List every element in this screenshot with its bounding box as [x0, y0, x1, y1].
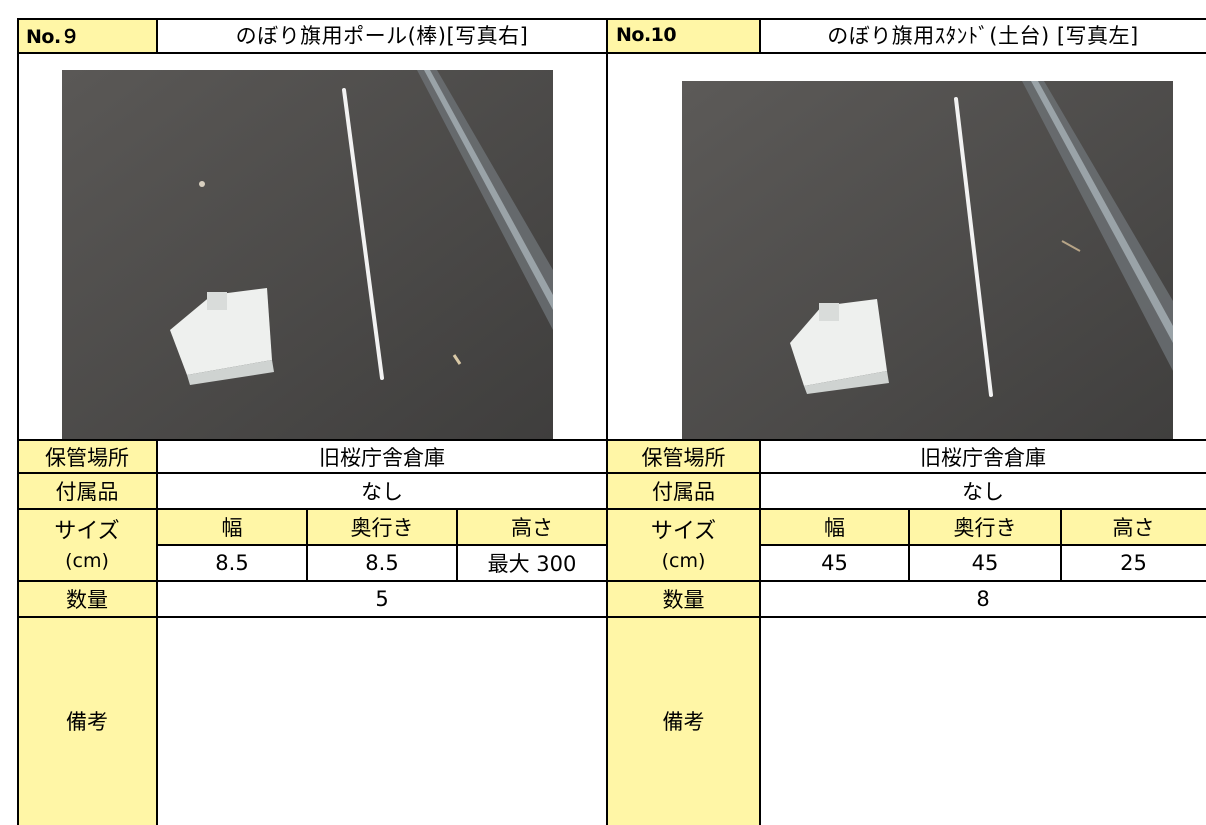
item-title: のぼり旗用ポール(棒)[写真右]	[235, 24, 529, 48]
grid-line	[156, 18, 158, 53]
depth-value: 45	[971, 551, 999, 575]
size-label: サイズ	[54, 519, 120, 544]
width-value: 8.5	[215, 551, 249, 575]
grid-line	[17, 508, 1206, 510]
quantity-label: 数量	[17, 581, 157, 617]
grid-line	[760, 544, 1206, 546]
storage-label: 保管場所	[607, 440, 760, 473]
grid-line	[908, 508, 910, 581]
grid-line	[17, 472, 1206, 474]
width-header: 幅	[157, 509, 307, 545]
size-label-block	[17, 509, 157, 581]
height-header: 高さ	[457, 509, 607, 545]
stand-base-shape	[790, 299, 889, 394]
height-value: 25	[1120, 551, 1147, 575]
photo-image	[682, 81, 1173, 439]
height-value: 最大 300	[487, 552, 577, 576]
storage-value: 旧桜庁舎倉庫	[319, 445, 445, 470]
grid-line	[17, 18, 19, 825]
width-header: 幅	[760, 509, 909, 545]
grid-line	[606, 18, 608, 825]
grid-line	[1060, 508, 1062, 581]
grid-line	[17, 616, 1206, 618]
accessories-value: なし	[962, 480, 1004, 504]
size-label: サイズ	[650, 519, 717, 544]
grid-line	[17, 439, 1206, 441]
remarks-label: 備考	[607, 617, 760, 825]
quantity-value: 5	[375, 587, 389, 611]
grid-line	[17, 580, 1206, 582]
grid-line	[759, 439, 761, 825]
item-photo	[62, 70, 553, 439]
height-header: 高さ	[1061, 509, 1206, 545]
item-photo	[682, 81, 1173, 439]
item-number: No.９	[17, 18, 157, 52]
storage-label: 保管場所	[17, 440, 157, 473]
size-unit-label: (cm)	[661, 550, 706, 572]
accessories-label: 付属品	[607, 473, 760, 509]
stand-base-shape	[170, 288, 274, 385]
grid-line	[17, 18, 1206, 20]
photo-image	[62, 70, 553, 439]
inventory-sheet: No.９ のぼり旗用ポール(棒)[写真右] 保管場所 旧桜庁舎倉庫 付属	[17, 18, 1206, 825]
grid-line	[156, 439, 158, 825]
width-value: 45	[821, 551, 848, 575]
item-title: のぼり旗用ｽﾀﾝﾄﾞ(土台) [写真左]	[827, 24, 1139, 48]
storage-value: 旧桜庁舎倉庫	[920, 445, 1046, 470]
grid-line	[157, 544, 607, 546]
size-unit-label: (cm)	[65, 550, 109, 572]
depth-value: 8.5	[365, 551, 399, 575]
size-label-block	[607, 509, 760, 581]
grid-line	[306, 508, 308, 581]
depth-header: 奥行き	[909, 509, 1061, 545]
grid-line	[17, 52, 1206, 54]
remarks-value	[157, 617, 607, 757]
accessories-label: 付属品	[17, 473, 157, 509]
remarks-value	[760, 617, 1206, 757]
grid-line	[456, 508, 458, 581]
grid-line	[759, 18, 761, 53]
item-number: No.10	[607, 18, 760, 52]
accessories-value: なし	[361, 480, 403, 504]
remarks-label: 備考	[17, 617, 157, 825]
quantity-label: 数量	[607, 581, 760, 617]
depth-header: 奥行き	[307, 509, 457, 545]
quantity-value: 8	[976, 587, 990, 611]
